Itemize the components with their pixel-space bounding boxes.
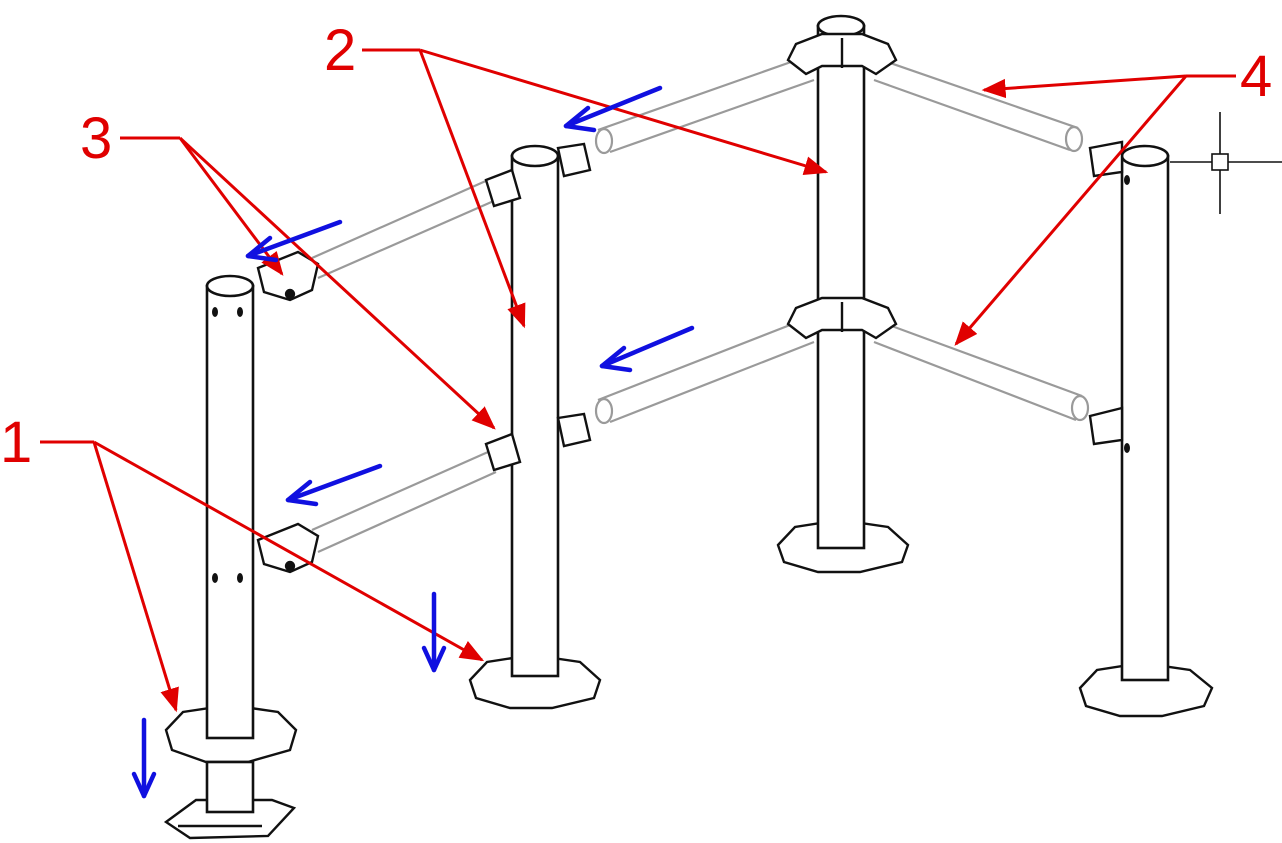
crosshair-cursor-icon — [1170, 112, 1282, 214]
base-plate-middle — [468, 653, 602, 710]
posts — [205, 14, 1170, 814]
blue-arrow-icon — [245, 219, 343, 263]
leader-4-b — [954, 75, 1188, 346]
floor-bracket-front — [163, 798, 297, 840]
post-front-lower — [205, 760, 255, 814]
leader-lines — [40, 48, 1236, 713]
blue-arrow-icon — [599, 325, 695, 373]
leader-1-b — [93, 440, 485, 662]
post-middle — [510, 154, 560, 678]
leader-4-a — [981, 74, 1187, 99]
label-4: 4 — [1240, 44, 1272, 109]
label-3: 3 — [80, 106, 112, 171]
label-1: 1 — [0, 410, 32, 475]
post-holes — [212, 175, 1130, 583]
leader-3-a — [178, 137, 284, 276]
base-plates — [163, 518, 1214, 840]
post-front — [205, 284, 255, 740]
leader-2-b — [419, 48, 829, 175]
label-2: 2 — [324, 18, 356, 83]
blue-arrow-icon — [131, 717, 157, 799]
ghost-rails — [311, 54, 1090, 554]
post-back — [816, 24, 866, 550]
blue-arrow-icon — [421, 591, 447, 673]
base-plate-right — [1078, 661, 1214, 718]
motion-arrows — [131, 85, 695, 799]
post-right — [1120, 154, 1170, 682]
blue-arrow-icon — [285, 463, 383, 507]
labels: 1 2 3 4 — [0, 18, 1272, 475]
leader-2-a — [418, 49, 526, 329]
connectors — [256, 32, 1124, 574]
blue-arrow-icon — [563, 85, 663, 133]
leader-1-a — [92, 441, 179, 713]
leader-3-b — [178, 136, 496, 430]
